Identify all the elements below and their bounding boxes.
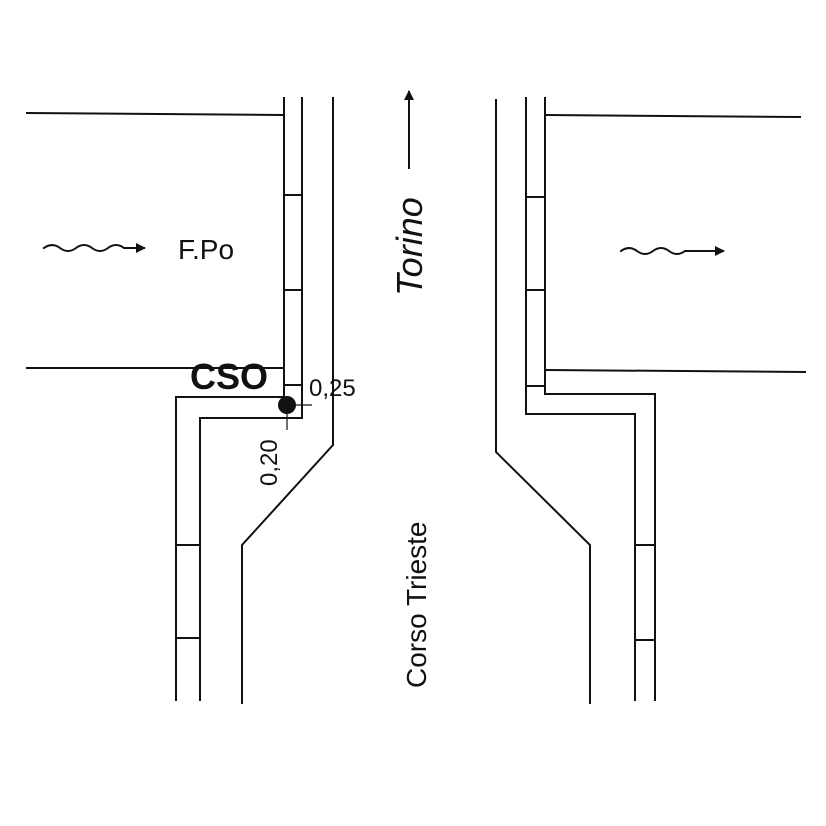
dimension-vertical-label: 0,20 — [256, 439, 283, 486]
wavy-arrow-icon — [42, 243, 146, 253]
dimension-horizontal-label: 0,25 — [309, 375, 356, 402]
bridge-left-parapet — [175, 97, 303, 701]
river-flow-arrow-right — [619, 246, 725, 256]
cso-label: CSO — [190, 356, 268, 397]
river-flow-arrow-left — [42, 243, 146, 253]
river-right-banks — [545, 113, 807, 374]
city-label: Torino — [389, 197, 430, 296]
bridge-right-parapet — [525, 97, 656, 701]
road-edge-right — [495, 99, 591, 704]
cso-point-marker — [278, 396, 312, 430]
road-edge-left — [241, 97, 334, 704]
street-label: Corso Trieste — [401, 522, 432, 689]
river-left-banks — [25, 111, 284, 369]
river-label: F.Po — [178, 234, 234, 265]
wavy-arrow-icon — [619, 246, 725, 256]
